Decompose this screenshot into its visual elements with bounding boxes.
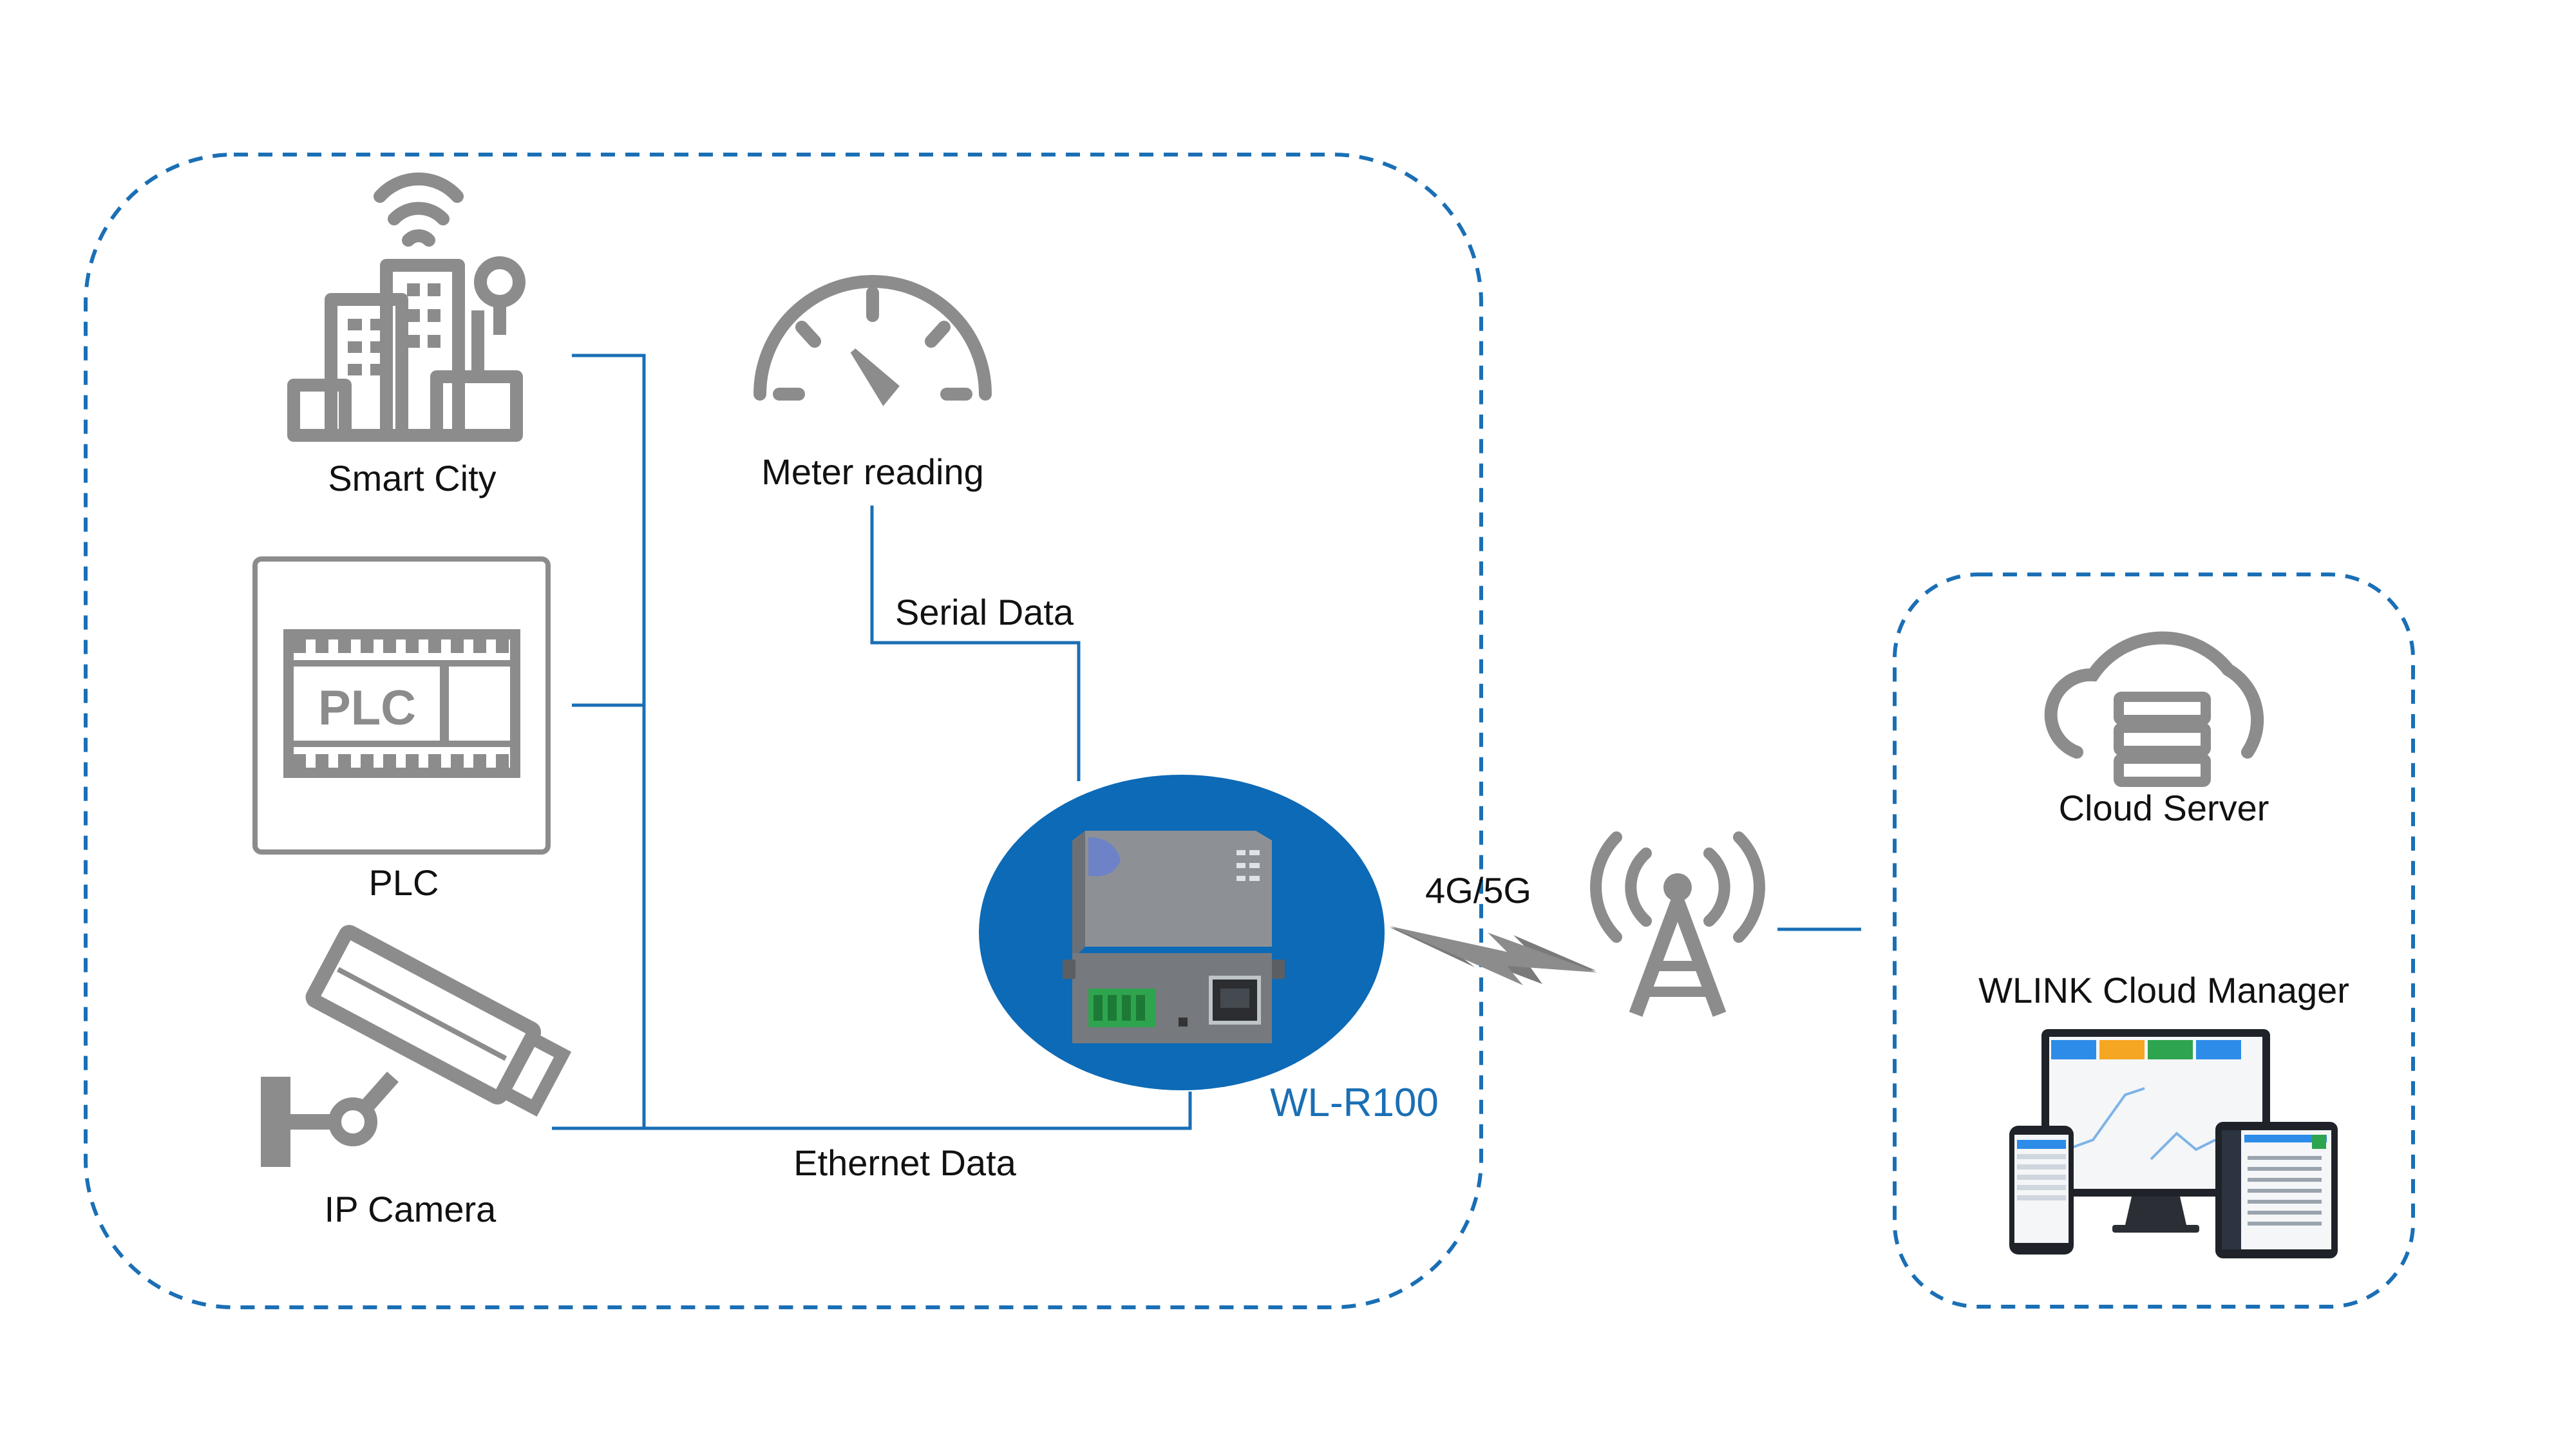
smart-city-icon	[287, 172, 526, 442]
wireless-label: 4G/5G	[1425, 870, 1531, 911]
serial-data-label: Serial Data	[895, 592, 1074, 632]
cloud-server-label: Cloud Server	[2058, 788, 2269, 828]
serial-link	[870, 506, 1081, 781]
plc-inner-text: PLC	[318, 681, 416, 735]
ip-camera-label: IP Camera	[324, 1189, 497, 1229]
camera-icon	[261, 925, 572, 1167]
cloud-boundary	[1893, 573, 2415, 1309]
wireless-bolt-shape	[1390, 926, 1597, 985]
cloud-manager-label: WLINK Cloud Manager	[1978, 970, 2349, 1010]
ethernet-port	[1209, 976, 1261, 1025]
ethernet-data-label: Ethernet Data	[793, 1142, 1016, 1183]
cell-tower-icon	[1590, 831, 1765, 1017]
plc-label: PLC	[368, 862, 439, 903]
cloud-server-icon	[2044, 631, 2264, 787]
site-boundary	[84, 153, 1483, 1309]
smart-city-label: Smart City	[328, 458, 497, 498]
connection-lines	[552, 354, 1861, 1130]
smart-city-link	[572, 354, 646, 1128]
plc-icon: PLC	[252, 556, 551, 855]
router-device[interactable]	[979, 775, 1385, 1090]
cloud-manager-devices	[2009, 1029, 2338, 1258]
router-model-label: WL-R100	[1270, 1081, 1439, 1125]
meter-reading-label: Meter reading	[761, 451, 984, 492]
ethernet-link	[552, 1092, 1192, 1130]
gauge-icon	[753, 275, 992, 406]
